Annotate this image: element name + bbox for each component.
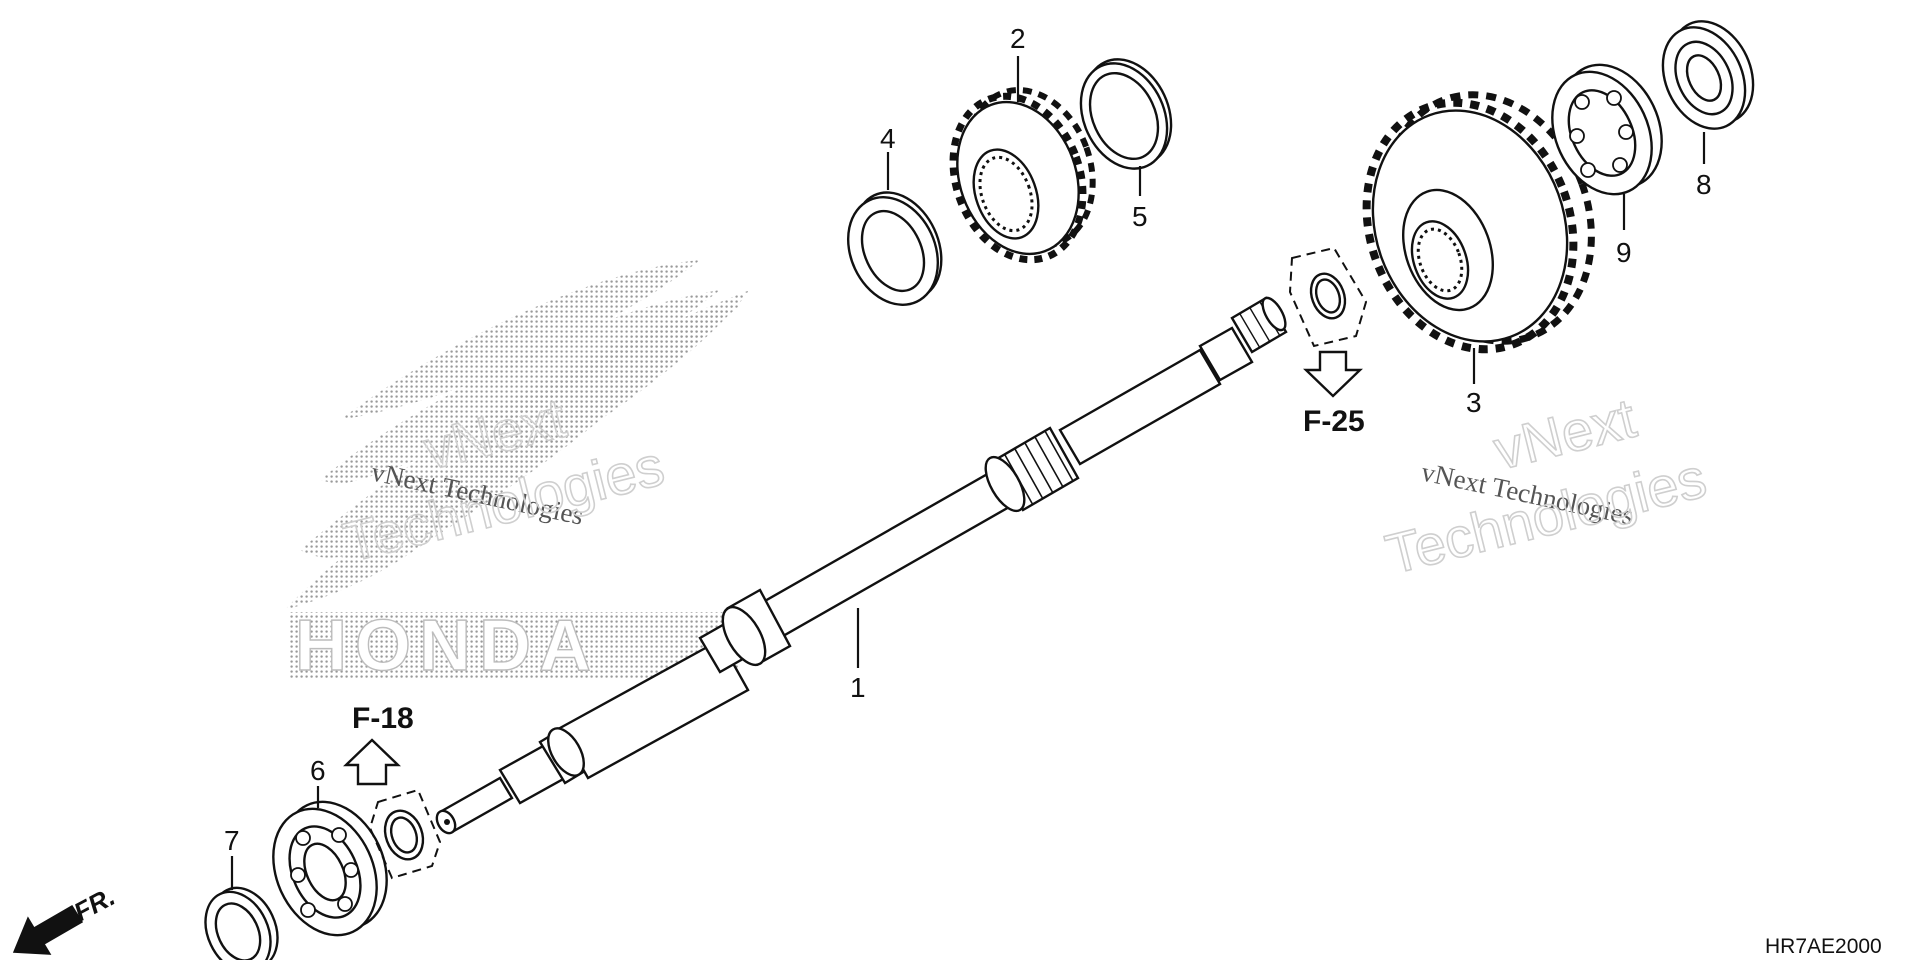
- f25-arrow-icon: [1303, 350, 1363, 398]
- callout-part-1: 1: [850, 672, 866, 703]
- f25-reference-label: F-25: [1303, 405, 1365, 438]
- bearing-part-9: [1551, 63, 1663, 196]
- large-gear-part-3: [1362, 91, 1595, 354]
- f18-washer-group: [343, 738, 442, 880]
- f25-washer-group: [1288, 246, 1368, 398]
- callout-part-7: 7: [224, 825, 240, 856]
- ring-part-5: [1079, 58, 1173, 170]
- callout-part-9: 9: [1616, 237, 1632, 268]
- shaft-part-1: [435, 296, 1288, 835]
- svg-text:HONDA: HONDA: [295, 606, 599, 686]
- seal-part-8: [1661, 20, 1755, 130]
- callout-part-2: 2: [1010, 23, 1026, 54]
- leader-lines: [230, 56, 1706, 890]
- callout-part-5: 5: [1132, 201, 1148, 232]
- f18-arrow-icon: [343, 738, 401, 786]
- callout-part-4: 4: [880, 123, 896, 154]
- callout-part-6: 6: [310, 755, 326, 786]
- front-direction-arrow-icon: [12, 904, 84, 955]
- seal-part-7: [204, 886, 279, 960]
- diagram-code: HR7AE2000: [1765, 935, 1882, 958]
- honda-brand-watermark: HONDA: [294, 605, 599, 686]
- bearing-part-6: [272, 800, 388, 937]
- callout-part-3: 3: [1466, 387, 1482, 418]
- ring-part-4: [846, 191, 943, 306]
- callout-part-8: 8: [1696, 169, 1712, 200]
- small-gear-part-2: [949, 87, 1096, 264]
- honda-wing-watermark: [285, 260, 750, 678]
- f18-reference-label: F-18: [352, 702, 414, 735]
